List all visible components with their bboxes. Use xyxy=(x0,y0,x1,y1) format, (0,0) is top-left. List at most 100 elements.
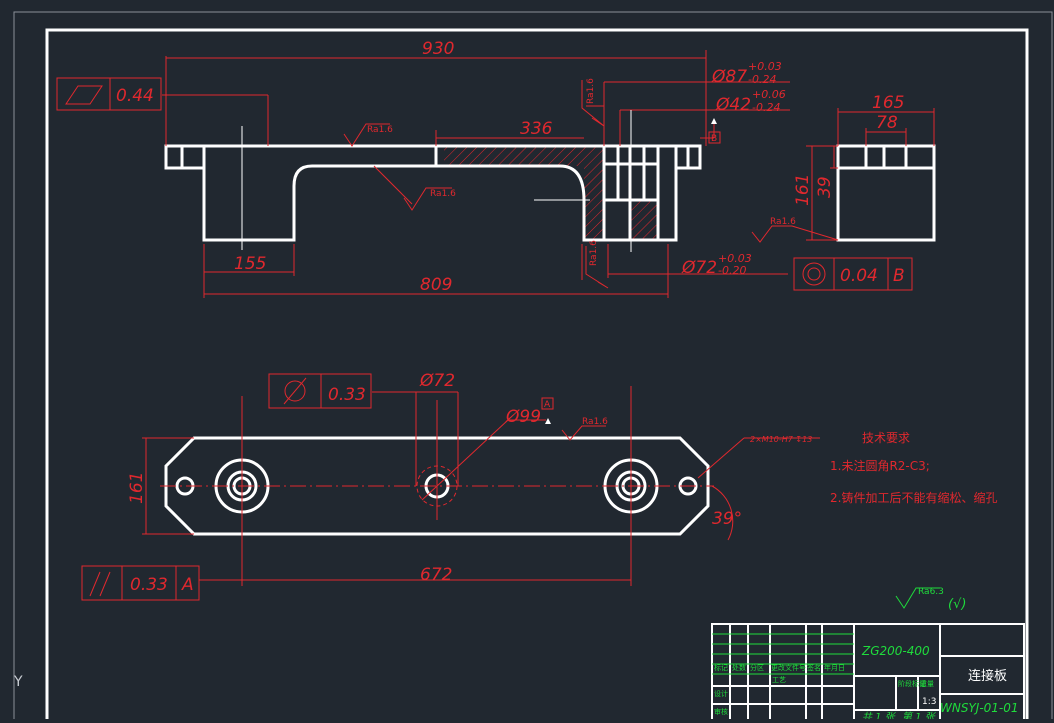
dim-side-width-inner: 78 xyxy=(876,113,898,133)
dim-dia-87-tol-lower: -0.24 xyxy=(748,73,776,86)
tb-label-4: 签名 xyxy=(807,663,821,672)
dim-dia-42: Ø42 xyxy=(715,95,751,115)
top-view[interactable]: Ø72 Ø99 161 672 39° 2×M10-H7 ↧13 A Ra1.6… xyxy=(81,371,820,601)
dim-center-distance: 672 xyxy=(420,565,452,585)
flatness-icon xyxy=(65,85,103,105)
top-roughness-label: Ra1.6 xyxy=(582,417,608,427)
top-view-outline xyxy=(164,436,710,536)
roughness-label-3: Ra1.6 xyxy=(586,78,596,104)
flatness-tolerance-frame[interactable]: 0.44 xyxy=(56,77,162,111)
coaxiality-outer-icon xyxy=(802,262,826,286)
tb-weight: 重量 xyxy=(920,680,934,688)
dim-dia-72-tol-lower: -0.20 xyxy=(718,264,746,277)
dim-dia-42-tol-upper: +0.06 xyxy=(752,88,786,101)
section-hatch-top xyxy=(444,146,584,166)
dim-angle: 39° xyxy=(712,509,742,529)
side-roughness-label: Ra1.6 xyxy=(770,217,796,227)
roughness-symbol-4 xyxy=(585,246,609,289)
tb-sheet-total: 共 1 张 xyxy=(862,711,897,719)
tech-req-title: 技术要求 xyxy=(862,431,910,445)
side-view-outline xyxy=(836,144,936,242)
tb-sheet-index: 第 1 张 xyxy=(902,711,937,719)
tech-requirements: 技术要求 1.未注圆角R2-C3; 2.铸件加工后不能有缩松、缩孔 xyxy=(830,431,997,505)
parallel-datum: A xyxy=(181,575,194,595)
parallel-tolerance-frame[interactable]: 0.33 A xyxy=(81,565,200,601)
parallel-value: 0.33 xyxy=(130,575,168,595)
cylindricity-icon xyxy=(284,380,306,402)
front-view[interactable]: 930 809 155 336 Ø87 +0.03 -0.24 Ø42 +0.0… xyxy=(56,39,913,298)
dim-end-length: 155 xyxy=(234,254,266,274)
tb-material: ZG200-400 xyxy=(861,644,930,658)
title-block-inner-lines xyxy=(712,633,854,675)
roughness-symbol-2 xyxy=(403,187,452,211)
top-view-centerlines xyxy=(160,386,714,586)
tb-label-0: 标记 xyxy=(714,663,728,672)
section-hatch-lower xyxy=(584,200,604,240)
roughness-label-2: Ra1.6 xyxy=(430,189,456,199)
tb-label-1: 处数 xyxy=(732,663,746,672)
side-dimension-lines xyxy=(806,108,935,241)
dim-dia-42-tol-lower: -0.24 xyxy=(752,101,780,114)
tb-stage: 阶段标记 xyxy=(898,679,926,688)
coaxiality-tolerance-frame[interactable]: 0.04 B xyxy=(793,257,913,291)
dim-dia-87: Ø87 xyxy=(711,67,747,87)
roughness-symbol-3 xyxy=(581,80,605,127)
title-block-labels: 标记 处数 分区 更改文件号 签名 年月日 设计 审核 工艺 阶段标记 重量 xyxy=(714,663,934,716)
tb-part-name: 连接板 xyxy=(968,668,1007,684)
datum-b-label: B xyxy=(711,134,717,144)
roughness-symbol-1 xyxy=(343,123,390,147)
tb-row-0: 设计 xyxy=(714,689,728,698)
dim-hole-dia: Ø72 xyxy=(419,371,455,391)
ucs-y-axis-label: Y xyxy=(13,674,23,690)
tb-row-1: 审核 xyxy=(714,707,728,716)
dim-top-height: 161 xyxy=(127,472,147,504)
tb-label-3: 更改文件号 xyxy=(771,663,806,672)
section-hatch-boss xyxy=(630,200,658,240)
dim-side-width-outer: 165 xyxy=(872,93,904,113)
dim-dia-87-tol-upper: +0.03 xyxy=(748,60,782,73)
datum-a-label: A xyxy=(544,400,551,410)
thread-note: 2×M10-H7 ↧13 xyxy=(750,435,812,444)
runout-tolerance-frame[interactable]: 0.33 xyxy=(268,373,372,409)
top-dimension-lines xyxy=(142,391,820,581)
dim-overall-length: 930 xyxy=(422,39,454,59)
general-roughness-rest: (√) xyxy=(948,597,966,612)
drawing-frame xyxy=(45,28,1029,723)
dim-dia-72: Ø72 xyxy=(681,258,717,278)
roughness-label-4: Ra1.6 xyxy=(589,240,599,266)
datum-a-marker: A xyxy=(541,397,554,424)
dim-dia-72-tol-upper: +0.03 xyxy=(718,252,752,265)
dim-hatch-length: 336 xyxy=(520,119,553,139)
tb-row-2: 工艺 xyxy=(772,676,786,684)
dim-boss-dia: Ø99 xyxy=(505,407,541,427)
datum-b-marker: B xyxy=(708,118,721,144)
side-roughness-symbol xyxy=(751,225,839,243)
general-roughness-label: Ra6.3 xyxy=(918,587,944,597)
tb-label-2: 分区 xyxy=(750,663,764,672)
front-view-centerlines xyxy=(241,110,632,252)
front-dimension-lines xyxy=(162,50,790,298)
title-block[interactable]: 标记 处数 分区 更改文件号 签名 年月日 设计 审核 工艺 阶段标记 重量 Z… xyxy=(711,623,1025,723)
dim-side-slot: 39 xyxy=(815,176,835,198)
tb-drawing-number: WNSYJ-01-01 xyxy=(940,701,1019,715)
coaxiality-datum: B xyxy=(893,266,905,286)
coaxiality-value: 0.04 xyxy=(840,266,878,286)
dim-base-length: 809 xyxy=(420,275,452,295)
dim-side-height: 161 xyxy=(793,174,813,206)
top-roughness-symbol xyxy=(561,425,606,441)
tb-label-5: 年月日 xyxy=(824,663,845,672)
tb-scale: 1:3 xyxy=(922,697,936,707)
side-view[interactable]: 165 78 161 39 Ra1.6 xyxy=(751,93,936,243)
general-roughness: Ra6.3 (√) xyxy=(895,587,966,612)
flatness-value: 0.44 xyxy=(116,86,154,106)
tech-req-item-2: 2.铸件加工后不能有缩松、缩孔 xyxy=(830,490,997,505)
parallel-icon xyxy=(89,571,101,597)
sheet-outer-border xyxy=(13,11,1053,723)
front-view-outline xyxy=(164,144,702,242)
coaxiality-inner-icon xyxy=(807,267,821,281)
runout-value: 0.33 xyxy=(328,385,366,405)
tech-req-item-1: 1.未注圆角R2-C3; xyxy=(830,458,930,473)
section-hatch-right xyxy=(584,146,604,200)
